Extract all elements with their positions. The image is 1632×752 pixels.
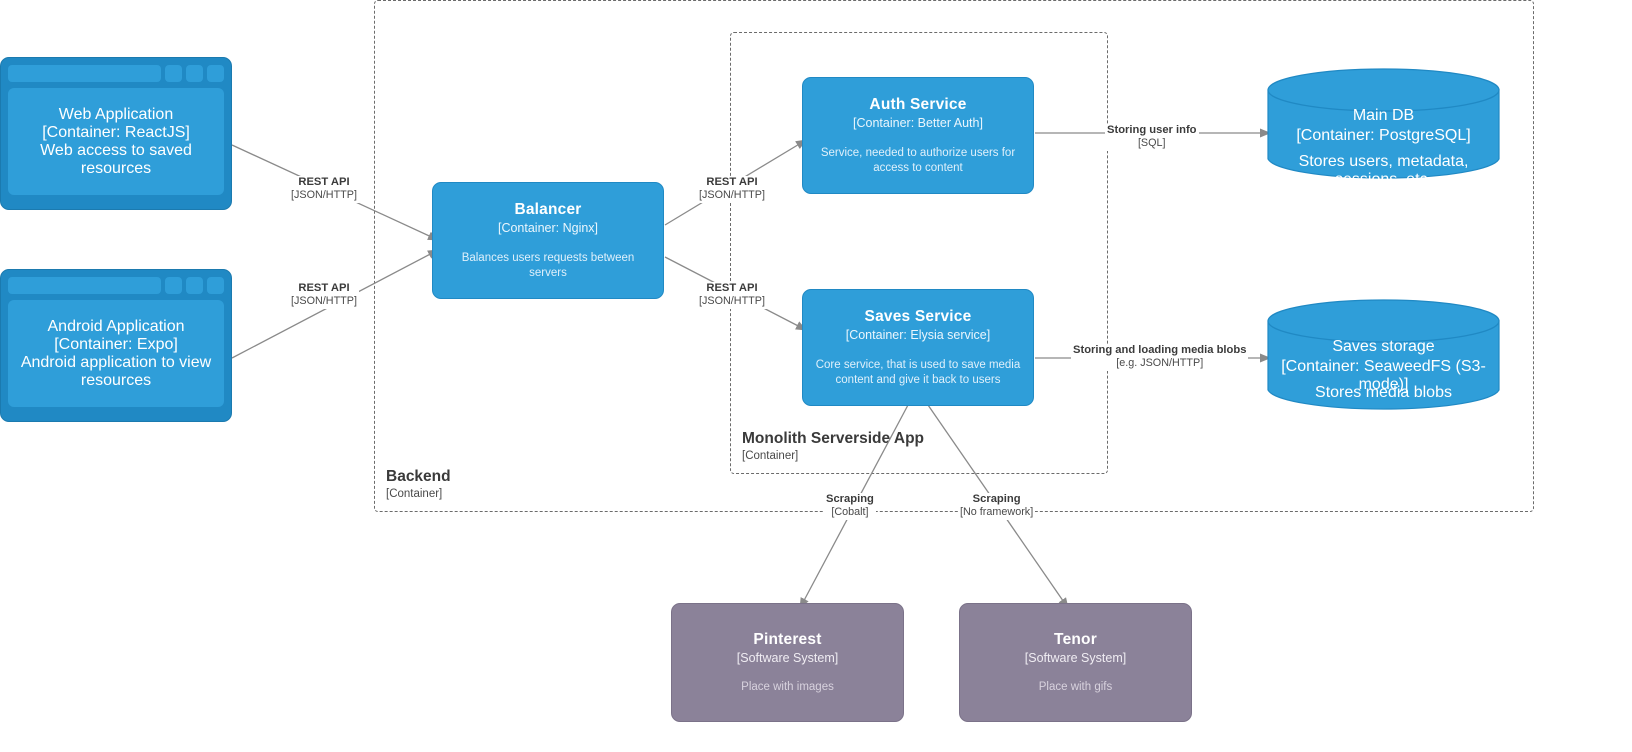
edge-label-saves-to-tenor: Scraping [No framework] <box>958 493 1036 520</box>
edge-label-text: Storing user info <box>1107 124 1197 136</box>
edge-label-web-to-balancer: REST API [JSON/HTTP] <box>289 176 359 203</box>
node-tech: [Container: Expo] <box>54 335 178 353</box>
edge-label-tech: [JSON/HTTP] <box>291 189 357 202</box>
edge-label-balancer-to-auth: REST API [JSON/HTTP] <box>697 176 767 203</box>
node-title: Saves Service <box>864 308 972 326</box>
node-title: Tenor <box>1054 630 1097 648</box>
node-tech: [Container: Better Auth] <box>853 116 983 131</box>
node-saves-storage[interactable]: Saves storage [Container: SeaweedFS (S3-… <box>1267 299 1500 412</box>
edge-label-text: REST API <box>706 176 758 188</box>
node-title: Android Application <box>47 317 185 335</box>
edge-label-saves-to-pinterest: Scraping [Cobalt] <box>824 493 876 520</box>
node-description: Place with images <box>741 681 834 694</box>
node-balancer[interactable]: Balancer [Container: Nginx] Balances use… <box>432 182 664 299</box>
edge-label-tech: [JSON/HTTP] <box>699 295 765 308</box>
browser-chrome-bar <box>8 277 224 294</box>
edge-label-android-to-balancer: REST API [JSON/HTTP] <box>289 282 359 309</box>
node-title: Pinterest <box>753 630 822 648</box>
window-button-icon <box>207 277 224 294</box>
node-description: Web access to saved resources <box>40 141 192 177</box>
window-button-icon <box>165 277 182 294</box>
window-button-icon <box>186 277 203 294</box>
edge-label-balancer-to-saves: REST API [JSON/HTTP] <box>697 282 767 309</box>
window-button-icon <box>186 65 203 82</box>
address-bar-icon <box>8 65 161 82</box>
node-tech: [Software System] <box>1024 650 1127 665</box>
node-saves-service[interactable]: Saves Service [Container: Elysia service… <box>802 289 1034 406</box>
node-description: Android application to view resources <box>20 353 212 389</box>
address-bar-icon <box>8 277 161 294</box>
boundary-monolith <box>730 32 1108 474</box>
edge-label-tech: [SQL] <box>1137 137 1166 150</box>
node-tenor[interactable]: Tenor [Software System] Place with gifs <box>959 603 1192 722</box>
cylinder-shape-icon <box>1267 68 1500 179</box>
cylinder-shape-icon <box>1267 299 1500 410</box>
node-pinterest[interactable]: Pinterest [Software System] Place with i… <box>671 603 904 722</box>
edge-label-saves-to-storage: Storing and loading media blobs [e.g. JS… <box>1071 344 1249 371</box>
window-button-icon <box>165 65 182 82</box>
edge-label-text: Scraping <box>826 493 874 505</box>
edge-label-text: REST API <box>298 282 350 294</box>
edge-label-tech: [Cobalt] <box>831 506 869 519</box>
browser-chrome-bar <box>8 65 224 82</box>
node-tech: [Software System] <box>736 650 839 665</box>
node-title: Balancer <box>514 201 582 219</box>
node-description: Place with gifs <box>1038 681 1113 694</box>
node-web-application[interactable]: Web Application [Container: ReactJS] Web… <box>0 57 232 210</box>
edge-label-text: Storing and loading media blobs <box>1073 344 1247 356</box>
edge-label-auth-to-maindb: Storing user info [SQL] <box>1105 124 1199 151</box>
node-title: Web Application <box>58 105 174 123</box>
node-body: Android Application [Container: Expo] An… <box>8 300 224 407</box>
node-title: Auth Service <box>869 96 967 114</box>
edge-label-tech: [No framework] <box>960 506 1034 519</box>
edge-label-text: Scraping <box>972 493 1021 505</box>
window-button-icon <box>207 65 224 82</box>
node-description: Balances users requests between servers <box>461 251 635 279</box>
edge-label-tech: [JSON/HTTP] <box>699 189 765 202</box>
node-auth-service[interactable]: Auth Service [Container: Better Auth] Se… <box>802 77 1034 194</box>
edge-label-tech: [JSON/HTTP] <box>291 295 357 308</box>
node-body: Web Application [Container: ReactJS] Web… <box>8 88 224 195</box>
node-tech: [Container: Nginx] <box>497 221 599 236</box>
edge-label-text: REST API <box>706 282 758 294</box>
edge-label-text: REST API <box>298 176 350 188</box>
node-main-db[interactable]: Main DB [Container: PostgreSQL] Stores u… <box>1267 68 1500 188</box>
node-description: Core service, that is used to save media… <box>815 358 1021 386</box>
node-android-application[interactable]: Android Application [Container: Expo] An… <box>0 269 232 422</box>
boundary-backend-label: Backend <box>386 468 451 485</box>
boundary-monolith-tech: [Container] <box>742 450 799 462</box>
node-tech: [Container: Elysia service] <box>845 328 991 343</box>
node-tech: [Container: ReactJS] <box>42 123 190 141</box>
edge-label-tech: [e.g. JSON/HTTP] <box>1116 357 1204 370</box>
node-description: Service, needed to authorize users for a… <box>820 146 1016 174</box>
boundary-backend-tech: [Container] <box>386 488 443 500</box>
